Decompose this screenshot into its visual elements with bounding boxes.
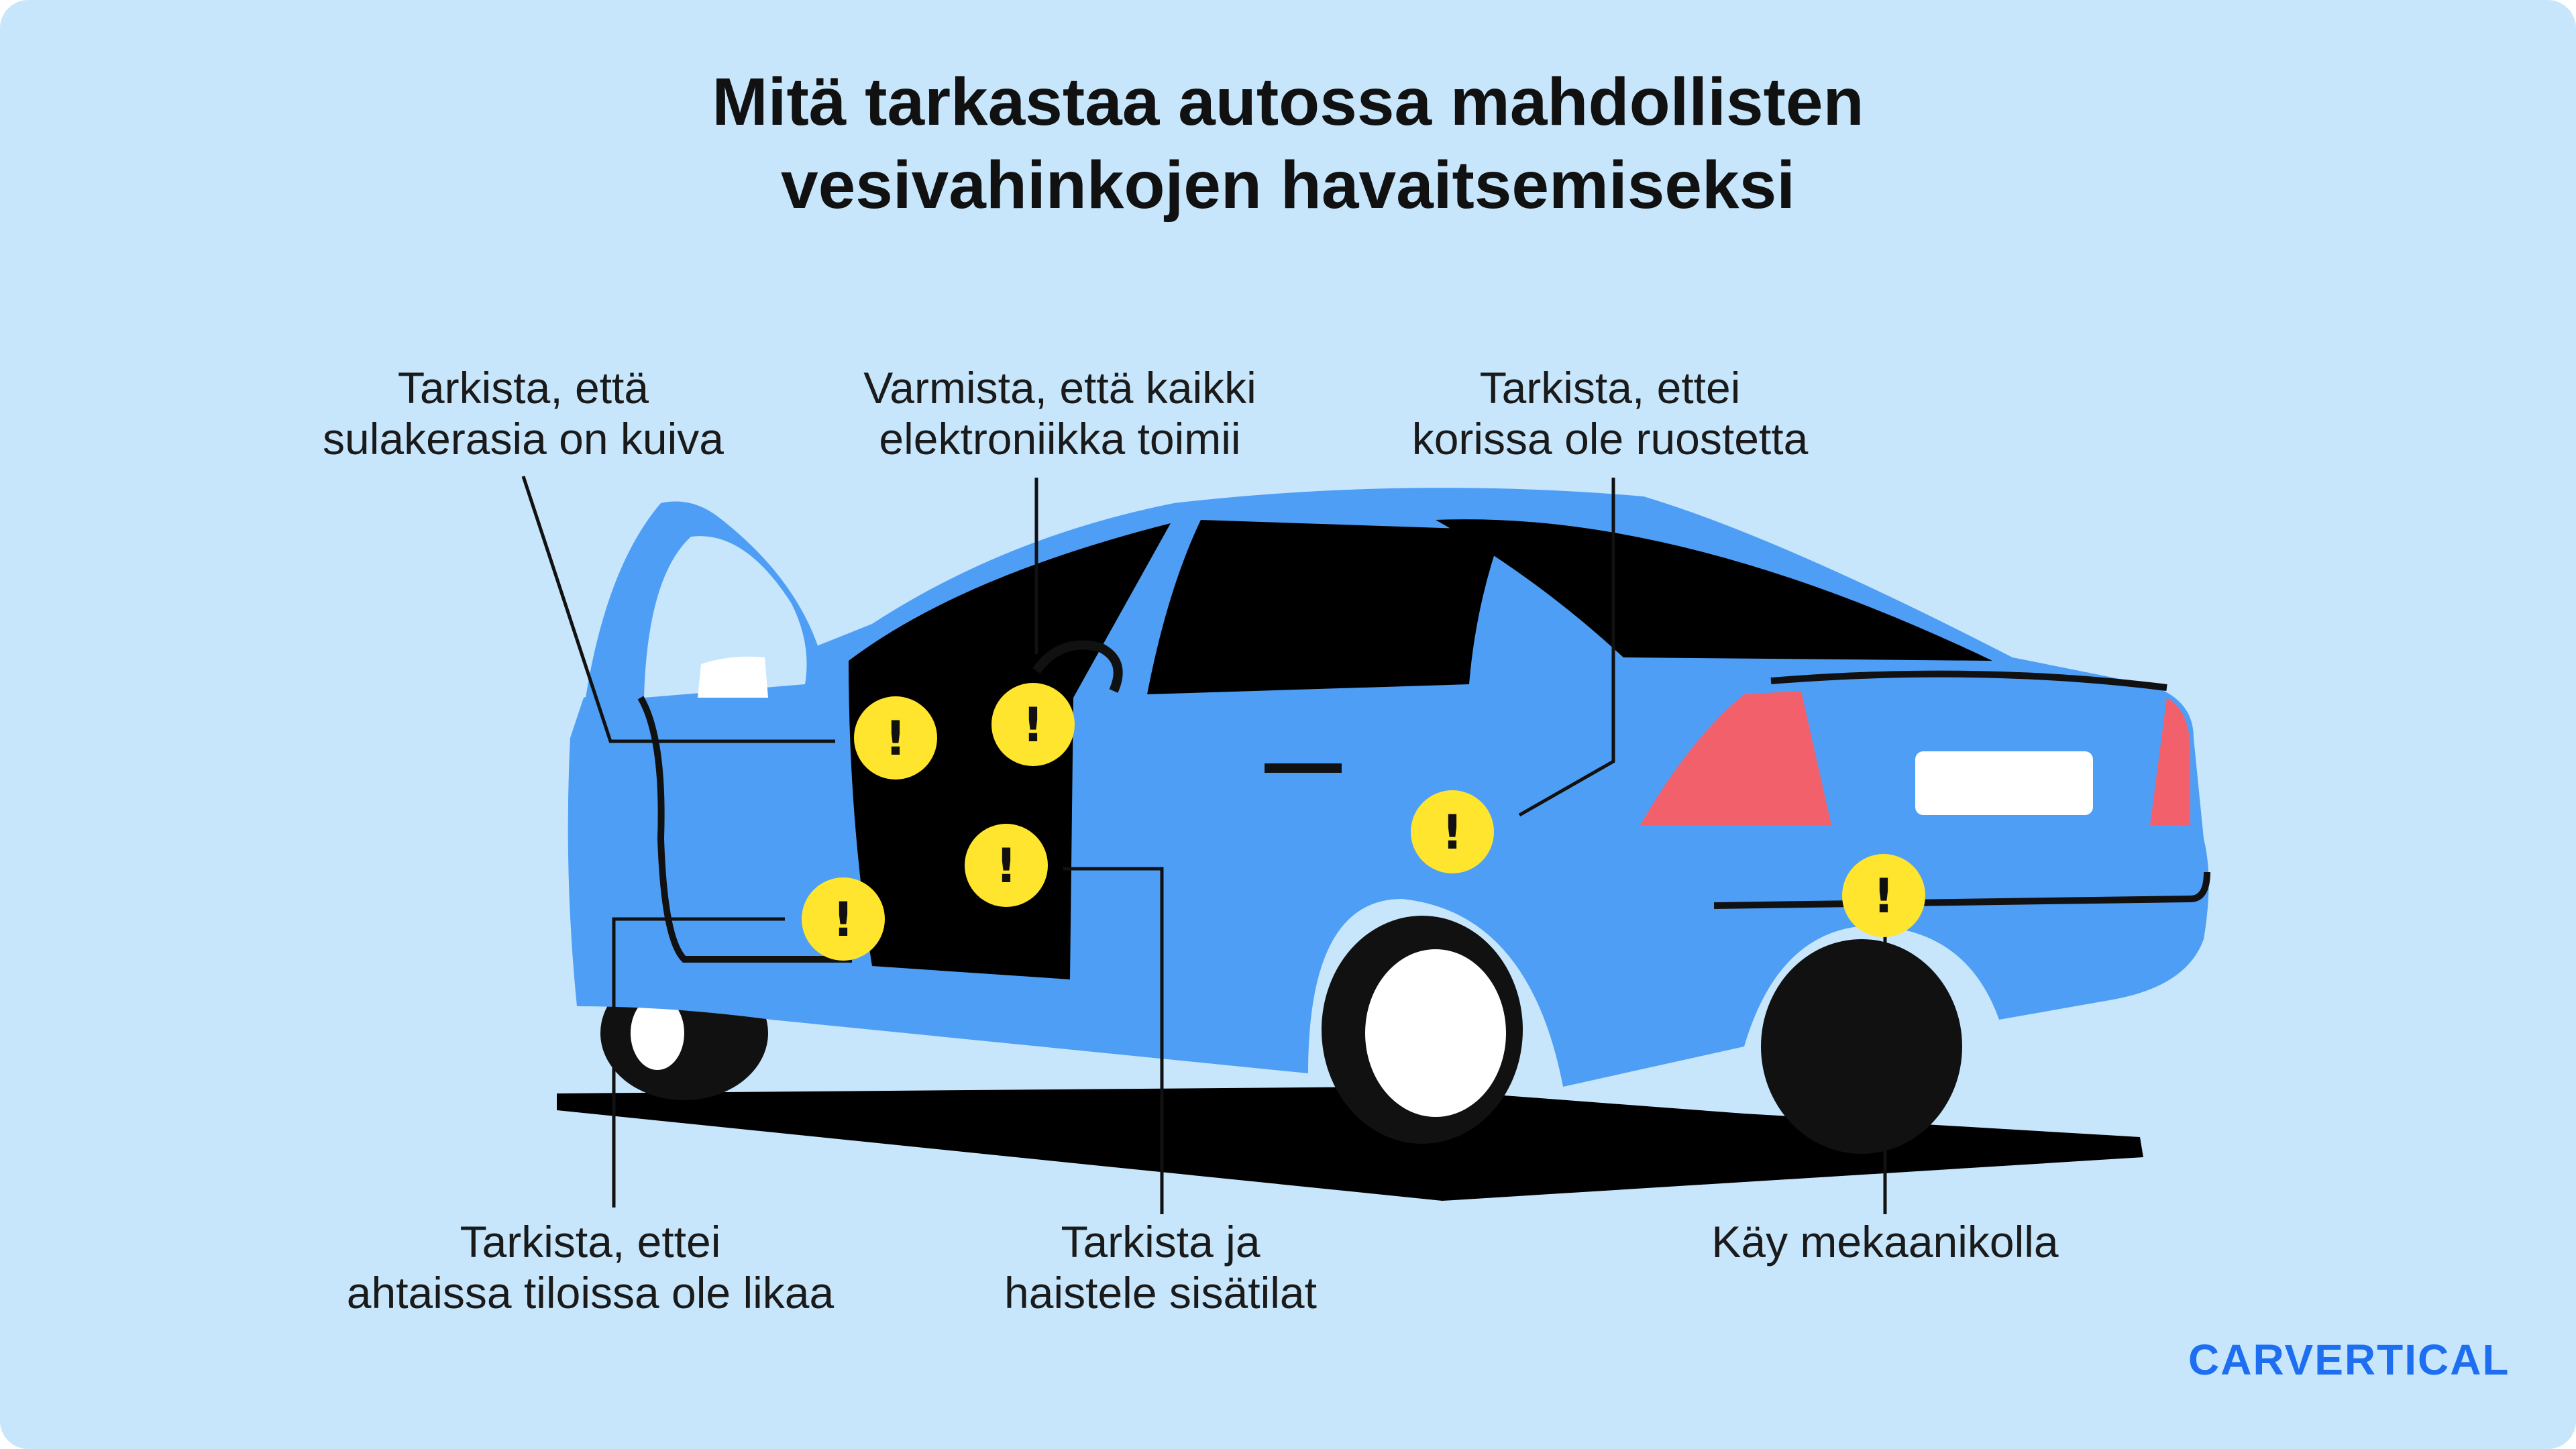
door-seal [637, 696, 852, 963]
bumper-line [1713, 871, 2210, 909]
callout-fuse-box: Tarkista, että sulakerasia on kuiva [282, 362, 765, 464]
title-line-2: vesivahinkojen havaitsemiseksi [781, 148, 1795, 223]
front-near-wheel-hub [1365, 949, 1506, 1117]
side-window-front [1147, 520, 1503, 694]
leader-line-tight-spaces [612, 917, 785, 1208]
taillight-right [2150, 698, 2190, 825]
svg-text:!: ! [1873, 869, 1894, 924]
callout-rust: Tarkista, ettei korissa ole ruostetta [1355, 362, 1865, 464]
carvertical-logo: CARVERTICAL [2188, 1336, 2510, 1384]
svg-text:!: ! [885, 711, 906, 766]
callout-tight-spaces-line2: ahtaissa tiloissa ole likaa [346, 1268, 835, 1318]
callout-interior-line1: Tarkista ja [1061, 1217, 1260, 1267]
callout-interior: Tarkista ja haistele sisätilat [953, 1216, 1368, 1318]
door-window [644, 536, 807, 698]
callout-tight-spaces: Tarkista, ettei ahtaissa tiloissa ole li… [295, 1216, 885, 1318]
warning-marker-icon: ! [854, 696, 937, 780]
rear-wheel [1761, 939, 1962, 1154]
leader-line-fuse-box [521, 476, 835, 743]
leader-line-rust [1518, 478, 1615, 817]
ground-shadow [557, 1087, 2143, 1201]
steering-wheel [1032, 640, 1123, 693]
warning-marker-icon: ! [1842, 854, 1925, 937]
callout-mechanic-line1: Käy mekaanikolla [1711, 1217, 2059, 1267]
svg-text:!: ! [1442, 805, 1463, 860]
license-plate [1915, 751, 2093, 815]
callout-electronics: Varmista, että kaikki elektroniikka toim… [805, 362, 1315, 464]
title-line-1: Mitä tarkastaa autossa mahdollisten [712, 64, 1864, 140]
door-handle [1265, 763, 1342, 773]
callout-lines [521, 476, 1887, 1214]
callout-rust-line2: korissa ole ruostetta [1411, 414, 1809, 464]
callout-fuse-box-line1: Tarkista, että [397, 363, 649, 413]
leader-line-interior [1063, 867, 1164, 1214]
front-wheel-hub [631, 996, 684, 1070]
svg-text:!: ! [833, 892, 854, 947]
callout-tight-spaces-line1: Tarkista, ettei [460, 1217, 721, 1267]
callout-electronics-line1: Varmista, että kaikki [863, 363, 1256, 413]
callout-fuse-box-line2: sulakerasia on kuiva [323, 414, 724, 464]
warning-marker-icon: ! [802, 877, 885, 961]
warning-marker-icon: ! [991, 683, 1075, 766]
svg-text:!: ! [1022, 698, 1044, 753]
callout-rust-line1: Tarkista, ettei [1479, 363, 1741, 413]
warning-marker-icon: ! [965, 824, 1048, 907]
callout-electronics-line2: elektroniikka toimii [879, 414, 1241, 464]
side-mirror [698, 656, 768, 698]
svg-text:!: ! [996, 839, 1017, 894]
rear-window [1436, 519, 1992, 661]
taillight-left [1640, 691, 1831, 825]
callout-mechanic: Käy mekaanikolla [1637, 1216, 2133, 1267]
warning-markers: ! ! ! ! ! ! [802, 683, 1925, 961]
warning-marker-icon: ! [1411, 790, 1494, 873]
callout-interior-line2: haistele sisätilat [1004, 1268, 1317, 1318]
trunk-line [1770, 670, 2167, 691]
page-title: Mitä tarkastaa autossa mahdollisten vesi… [0, 60, 2576, 227]
